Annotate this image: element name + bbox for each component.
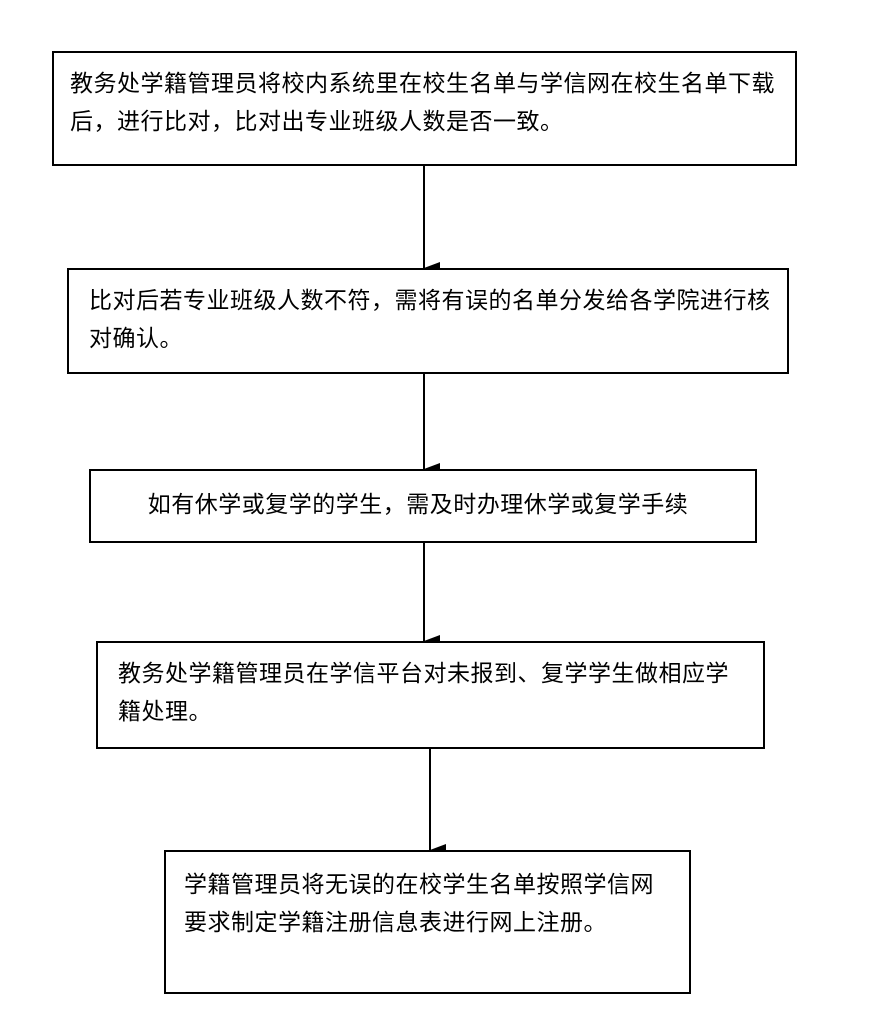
step-4-box: 教务处学籍管理员在学信平台对未报到、复学学生做相应学籍处理。 [96, 641, 765, 749]
step-5-box: 学籍管理员将无误的在校学生名单按照学信网要求制定学籍注册信息表进行网上注册。 [164, 850, 691, 994]
step-3-text: 如有休学或复学的学生，需及时办理休学或复学手续 [147, 492, 689, 518]
step-1-text: 教务处学籍管理员将校内系统里在校生名单与学信网在校生名单下载后，进行比对，比对出… [70, 71, 775, 135]
step-2-text: 比对后若专业班级人数不符，需将有误的名单分发给各学院进行核对确认。 [89, 288, 771, 352]
step-5-text: 学籍管理员将无误的在校学生名单按照学信网要求制定学籍注册信息表进行网上注册。 [184, 872, 654, 936]
step-4-text: 教务处学籍管理员在学信平台对未报到、复学学生做相应学籍处理。 [118, 661, 729, 725]
step-1-box: 教务处学籍管理员将校内系统里在校生名单与学信网在校生名单下载后，进行比对，比对出… [52, 51, 797, 166]
step-3-box: 如有休学或复学的学生，需及时办理休学或复学手续 [89, 469, 757, 543]
step-2-box: 比对后若专业班级人数不符，需将有误的名单分发给各学院进行核对确认。 [67, 268, 789, 374]
